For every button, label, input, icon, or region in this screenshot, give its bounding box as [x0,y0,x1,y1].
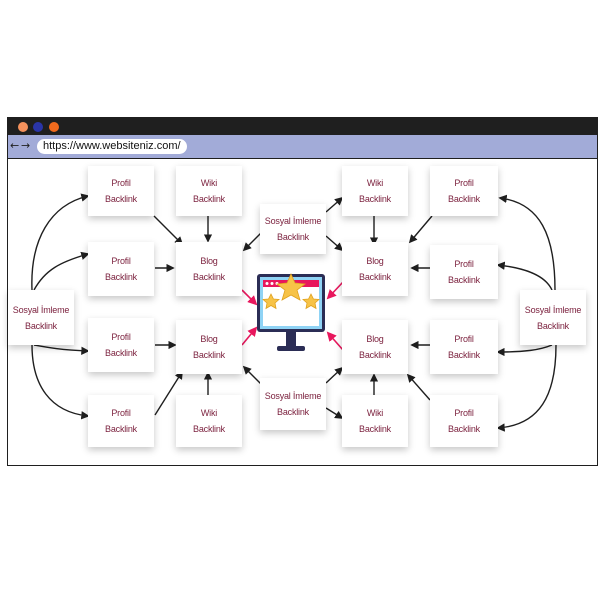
connector-arrow [33,251,90,291]
connector-arrow [496,344,557,432]
connector-arrow [33,344,90,355]
connector-arrow [325,235,344,252]
profil-backlink-card: Profil Backlink [430,320,498,374]
card-subtitle: Backlink [448,424,480,434]
blog-backlink-card: Blog Backlink [342,242,408,296]
back-arrow-icon[interactable]: ← [10,139,20,152]
connector-arrow [408,215,433,244]
card-title: Profil [111,332,131,342]
card-title: Profil [454,334,474,344]
card-title: Blog [200,256,218,266]
pink-arrow [326,281,344,300]
card-subtitle: Backlink [359,350,391,360]
card-subtitle: Backlink [105,424,137,434]
connector-arrow [496,344,553,357]
card-subtitle: Backlink [193,350,225,360]
card-subtitle: Backlink [105,194,137,204]
card-title: Profil [111,408,131,418]
wiki-backlink-card: Wiki Backlink [342,395,408,447]
card-title: Profil [454,178,474,188]
sosyal-imleme-backlink-card: Sosyal İmleme Backlink [260,378,326,430]
pink-arrow [241,289,258,306]
window-dot-icon[interactable] [18,122,28,132]
card-subtitle: Backlink [193,194,225,204]
card-title: Profil [111,178,131,188]
card-subtitle: Backlink [193,272,225,282]
url-field[interactable]: https://www.websiteniz.com/ [37,139,187,154]
profil-backlink-card: Profil Backlink [88,166,154,216]
card-subtitle: Backlink [359,424,391,434]
blog-backlink-card: Blog Backlink [176,242,242,296]
card-subtitle: Backlink [277,232,309,242]
card-subtitle: Backlink [193,424,225,434]
card-title: Profil [454,259,474,269]
sosyal-imleme-backlink-card: Sosyal İmleme Backlink [520,290,586,345]
sosyal-imleme-backlink-card: Sosyal İmleme Backlink [260,204,326,254]
forward-arrow-icon[interactable]: → [21,139,31,152]
connector-arrow [325,407,344,419]
card-subtitle: Backlink [277,407,309,417]
card-title: Sosyal İmleme [524,304,582,315]
connector-arrow [496,261,553,291]
connector-arrow [406,373,431,401]
profil-backlink-card: Profil Backlink [430,395,498,447]
wiki-backlink-card: Wiki Backlink [342,166,408,216]
card-title: Wiki [366,178,384,188]
connector-arrow [31,344,90,420]
connector-arrow [325,196,344,213]
blog-backlink-card: Blog Backlink [176,320,242,374]
card-title: Blog [366,256,384,266]
connector-arrow [498,194,556,291]
address-bar: ← → https://www.websiteniz.com/ [8,135,597,159]
card-title: Wiki [200,408,218,418]
profil-backlink-card: Profil Backlink [88,395,154,447]
connector-arrow [242,231,263,252]
card-title: Wiki [200,178,218,188]
connector-arrow [153,215,184,246]
card-subtitle: Backlink [448,194,480,204]
card-subtitle: Backlink [537,320,569,331]
profil-backlink-card: Profil Backlink [430,166,498,216]
card-title: Profil [454,408,474,418]
card-subtitle: Backlink [105,272,137,282]
card-title: Wiki [366,408,384,418]
card-subtitle: Backlink [105,348,137,358]
card-title: Blog [366,334,384,344]
website-rating-monitor-icon [257,273,325,351]
profil-backlink-card: Profil Backlink [430,245,498,299]
connector-arrow [242,365,263,386]
card-title: Sosyal İmleme [264,391,322,401]
window-dot-icon[interactable] [49,122,59,132]
pink-arrow [241,326,258,346]
card-subtitle: Backlink [25,320,57,331]
connector-arrow [154,370,183,416]
connector-arrow [31,193,90,291]
profil-backlink-card: Profil Backlink [88,242,154,296]
profil-backlink-card: Profil Backlink [88,318,154,372]
card-title: Sosyal İmleme [264,216,322,226]
card-title: Sosyal İmleme [12,304,70,315]
card-subtitle: Backlink [359,194,391,204]
wiki-backlink-card: Wiki Backlink [176,166,242,216]
card-subtitle: Backlink [448,350,480,360]
card-title: Profil [111,256,131,266]
blog-backlink-card: Blog Backlink [342,320,408,374]
window-dot-icon[interactable] [33,122,43,132]
connector-arrow [325,366,344,384]
wiki-backlink-card: Wiki Backlink [176,395,242,447]
title-bar [8,118,597,135]
card-title: Blog [200,334,218,344]
sosyal-imleme-backlink-card: Sosyal İmleme Backlink [8,290,74,345]
card-subtitle: Backlink [448,275,480,285]
card-subtitle: Backlink [359,272,391,282]
pink-arrow [326,331,344,351]
